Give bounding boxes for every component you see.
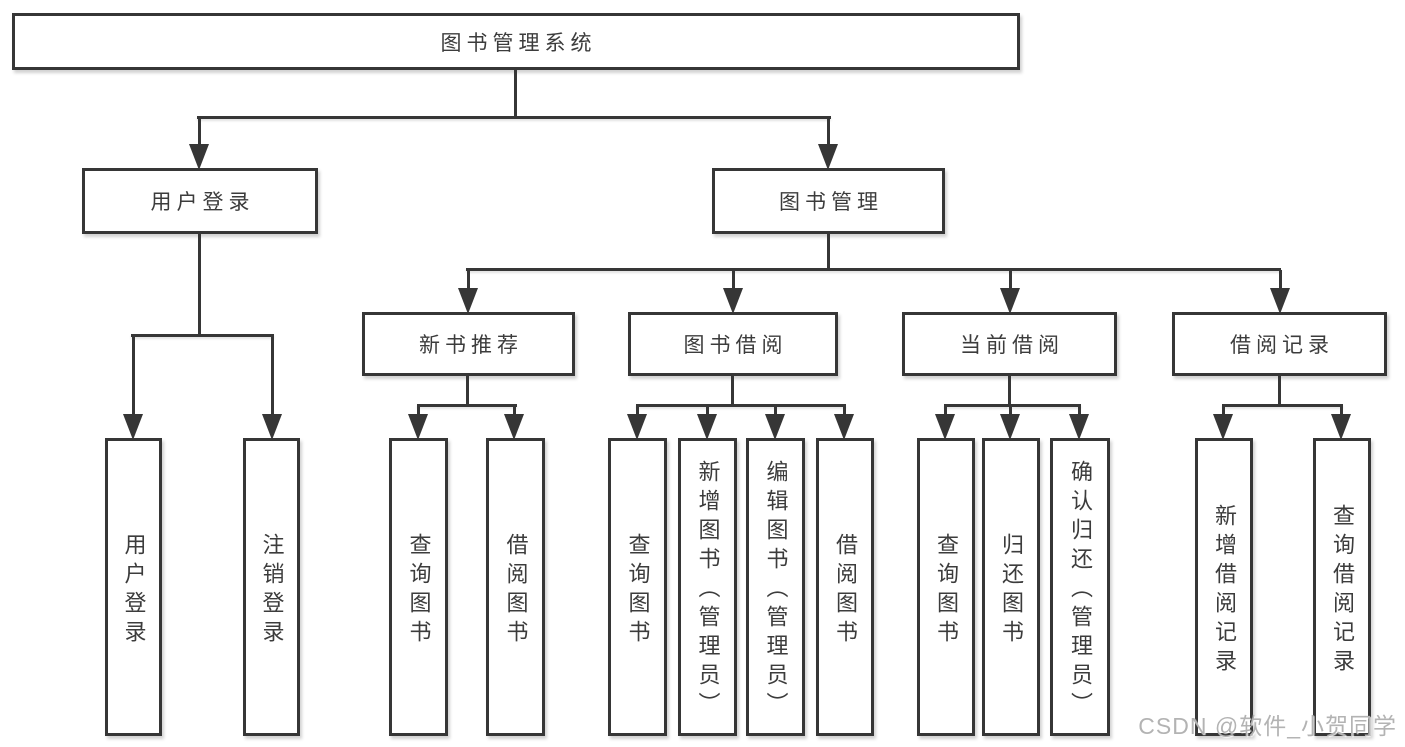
leaf-user-login: 用户登录 (105, 438, 162, 736)
arrow-down-icon (1331, 414, 1351, 440)
leaf-add-borrow-record: 新增借阅记录 (1195, 438, 1253, 736)
node-user-login-group: 用户登录 (82, 168, 318, 234)
arrow-down-icon (123, 414, 143, 440)
node-label: 查询借阅记录 (1330, 503, 1355, 678)
connector-line (1009, 406, 1012, 416)
node-label: 用户登录 (121, 532, 147, 649)
node-label: 查询图书 (406, 532, 432, 649)
arrow-down-icon (1213, 414, 1233, 440)
arrow-down-icon (1270, 288, 1290, 314)
node-label: 用户登录 (150, 191, 255, 214)
node-label: 注销登录 (259, 532, 285, 649)
node-book-borrow: 图书借阅 (628, 312, 838, 376)
connector-line (1222, 404, 1343, 407)
arrow-down-icon (697, 414, 717, 440)
connector-line (132, 336, 135, 416)
arrow-down-icon (723, 288, 743, 314)
node-current-borrow: 当前借阅 (902, 312, 1117, 376)
node-new-book-recommend: 新书推荐 (362, 312, 575, 376)
leaf-add-books-admin: 新增图书（管理员） (678, 438, 737, 736)
connector-line (514, 69, 517, 118)
node-label: 当前借阅 (960, 334, 1064, 357)
arrow-down-icon (408, 414, 428, 440)
connector-line (827, 232, 830, 270)
connector-line (1279, 270, 1282, 290)
arrow-down-icon (765, 414, 785, 440)
connector-line (466, 375, 469, 406)
node-label: 确认归还（管理员） (1068, 460, 1093, 721)
arrow-down-icon (818, 144, 838, 170)
leaf-query-books-borrow: 查询图书 (608, 438, 667, 736)
connector-line (131, 334, 274, 337)
arrow-down-icon (458, 288, 478, 314)
node-label: 图书管理系统 (440, 31, 597, 55)
watermark: CSDN @软件_小贺同学 (1138, 713, 1397, 739)
arrow-down-icon (1000, 288, 1020, 314)
node-label: 归还图书 (999, 532, 1024, 649)
leaf-edit-books-admin: 编辑图书（管理员） (746, 438, 805, 736)
connector-line (467, 270, 470, 290)
arrow-down-icon (627, 414, 647, 440)
leaf-logout: 注销登录 (243, 438, 300, 736)
arrow-down-icon (189, 144, 209, 170)
node-label: 新增借阅记录 (1212, 503, 1237, 678)
arrow-down-icon (262, 414, 282, 440)
leaf-borrow-books-recommend: 借阅图书 (486, 438, 545, 736)
node-book-management: 图书管理 (712, 168, 945, 234)
connector-line (944, 406, 947, 416)
node-label: 新书推荐 (419, 334, 523, 357)
connector-line (843, 406, 846, 416)
leaf-confirm-return-admin: 确认归还（管理员） (1050, 438, 1110, 736)
arrow-down-icon (504, 414, 524, 440)
connector-line (1278, 375, 1281, 406)
connector-line (636, 406, 639, 416)
arrow-down-icon (1000, 414, 1020, 440)
node-label: 查询图书 (625, 532, 651, 649)
node-label: 借阅图书 (833, 532, 858, 649)
node-label: 图书借阅 (683, 334, 788, 357)
connector-line (271, 336, 274, 416)
connector-line (198, 118, 201, 146)
connector-line (198, 232, 201, 336)
connector-line (706, 406, 709, 416)
connector-line (1222, 406, 1225, 416)
connector-line (827, 118, 830, 146)
leaf-query-borrow-record: 查询借阅记录 (1313, 438, 1371, 736)
connector-line (417, 406, 420, 416)
arrow-down-icon (935, 414, 955, 440)
connector-line (1008, 375, 1011, 406)
node-label: 借阅记录 (1230, 334, 1334, 357)
connector-line (466, 268, 1281, 271)
connector-line (513, 406, 516, 416)
node-root: 图书管理系统 (12, 13, 1020, 70)
connector-line (944, 404, 1081, 407)
arrow-down-icon (834, 414, 854, 440)
connector-line (732, 270, 735, 290)
node-label: 查询图书 (934, 532, 959, 649)
connector-line (1078, 406, 1081, 416)
leaf-return-books: 归还图书 (982, 438, 1040, 736)
node-label: 新增图书（管理员） (695, 460, 721, 721)
arrow-down-icon (1069, 414, 1089, 440)
leaf-query-books-current: 查询图书 (917, 438, 975, 736)
connector-line (1340, 406, 1343, 416)
node-label: 借阅图书 (503, 532, 529, 649)
node-label: 图书管理 (779, 191, 883, 214)
connector-line (774, 406, 777, 416)
connector-line (731, 375, 734, 406)
connector-line (636, 404, 846, 407)
connector-line (417, 404, 517, 407)
leaf-borrow-books: 借阅图书 (816, 438, 874, 736)
node-borrow-records: 借阅记录 (1172, 312, 1387, 376)
connector-line (1009, 270, 1012, 290)
leaf-query-books-recommend: 查询图书 (389, 438, 448, 736)
node-label: 编辑图书（管理员） (763, 460, 789, 721)
connector-line (197, 116, 831, 119)
